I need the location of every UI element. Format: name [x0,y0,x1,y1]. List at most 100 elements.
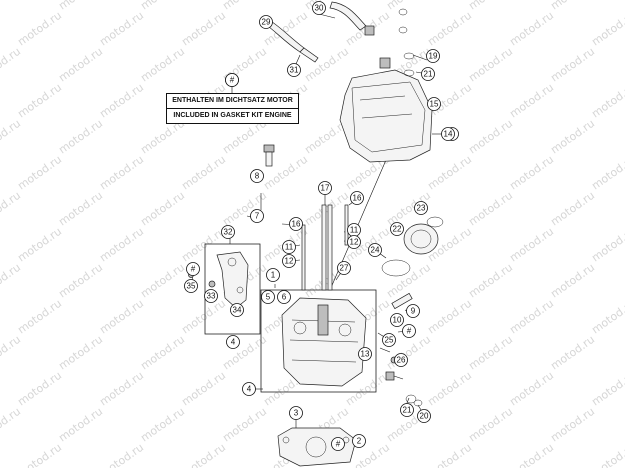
callout-circle [221,225,235,239]
watermark-text: motod.ru [97,297,146,337]
watermark-text: motod.ru [0,117,23,157]
watermark-text: motod.ru [589,369,625,409]
watermark-text: motod.ru [466,261,515,301]
callout-number: 12 [285,257,294,266]
watermark-text: motod.ru [589,153,625,193]
spark-plug [263,144,275,167]
callout-circle [400,403,414,417]
callout-circle [417,409,431,423]
breather-pipe [329,1,408,36]
callout-number: 21 [424,70,433,79]
callout-circle [390,313,404,327]
watermark-text: motod.ru [507,153,556,193]
watermark-text: motod.ru [548,405,597,445]
watermark-text: motod.ru [56,189,105,229]
watermark-text: motod.ru [548,0,597,12]
callout-number: 13 [361,350,370,359]
watermark-text: motod.ru [15,441,64,468]
cylinder-head-frame [260,289,377,393]
watermark-text: motod.ru [220,405,269,445]
watermark-text: motod.ru [302,45,351,85]
callout-number: 23 [417,204,426,213]
callout-circle [427,97,441,111]
callout-circle [242,382,256,396]
callout-number: # [407,327,412,336]
callout-number: 1 [271,271,276,280]
watermark-text: motod.ru [0,189,23,229]
callout-number: 16 [353,194,362,203]
callout-circle [186,262,200,276]
callout-number: 4 [231,338,236,347]
callout-circle [382,333,396,347]
watermark-text: motod.ru [302,189,351,229]
watermark-text: motod.ru [507,369,556,409]
watermark-text: motod.ru [0,0,23,12]
callout-circle [277,290,291,304]
watermark-text: motod.ru [466,405,515,445]
watermark-text: motod.ru [220,189,269,229]
callout-circle [282,240,296,254]
watermark-text: motod.ru [507,225,556,265]
callout-number: 12 [350,238,359,247]
breather-hose [261,17,319,63]
callout-circle [261,290,275,304]
callout-number: 2 [357,437,362,446]
callout-number: 21 [403,406,412,415]
gasket-kit-legend: ENTHALTEN IM DICHTSATZ MOTOR INCLUDED IN… [166,93,299,124]
callout-number: 11 [285,243,294,252]
callout-circle [312,1,326,15]
watermark-text: motod.ru [425,153,474,193]
callout-circle [406,304,420,318]
legend-marker-circle [225,73,239,87]
callout-circle [318,181,332,195]
watermark-text: motod.ru [425,369,474,409]
watermark-text: motod.ru [97,81,146,121]
studs [301,204,349,291]
callout-circle [414,201,428,215]
callout-number: 14 [444,130,453,139]
callout-circle [259,15,273,29]
watermark-text: motod.ru [507,297,556,337]
watermark-text: motod.ru [179,441,228,468]
callout-number: 30 [315,4,324,13]
callout-number: 26 [397,356,406,365]
watermark-text: motod.ru [425,441,474,468]
watermark-text: motod.ru [138,261,187,301]
callout-number: 5 [266,293,271,302]
callout-circle [352,434,366,448]
watermark-text: motod.ru [548,117,597,157]
watermark-text: motod.ru [0,261,23,301]
intake-flange [381,216,444,277]
callout-circle [390,222,404,236]
callout-number: 4 [247,385,252,394]
watermark-text: motod.ru [97,441,146,468]
callout-circle [358,347,372,361]
callout-number: 3 [294,409,299,418]
callout-circle [266,268,280,282]
watermark-text: motod.ru [589,9,625,49]
callout-circle [331,437,345,451]
watermark-text: motod.ru [56,0,105,12]
callout-number: 22 [393,225,402,234]
callout-circle [402,324,416,338]
chain-tensioner-frame [204,243,261,335]
chain-tensioner [188,251,249,309]
callout-number: # [336,440,341,449]
watermark-text: motod.ru [425,297,474,337]
watermark-text: motod.ru [97,225,146,265]
watermark-text: motod.ru [15,369,64,409]
callout-number: 31 [290,66,299,75]
legend-marker: # [230,76,235,85]
callout-number: 27 [340,264,349,273]
watermark-text: motod.ru [56,405,105,445]
watermark-text: motod.ru [0,405,23,445]
watermark-text: motod.ru [425,9,474,49]
watermark-text: motod.ru [589,441,625,468]
valve-cover [339,52,433,163]
watermark-text: motod.ru [56,117,105,157]
watermark-text: motod.ru [589,297,625,337]
watermark-text: motod.ru [466,189,515,229]
callout-circle [441,127,455,141]
